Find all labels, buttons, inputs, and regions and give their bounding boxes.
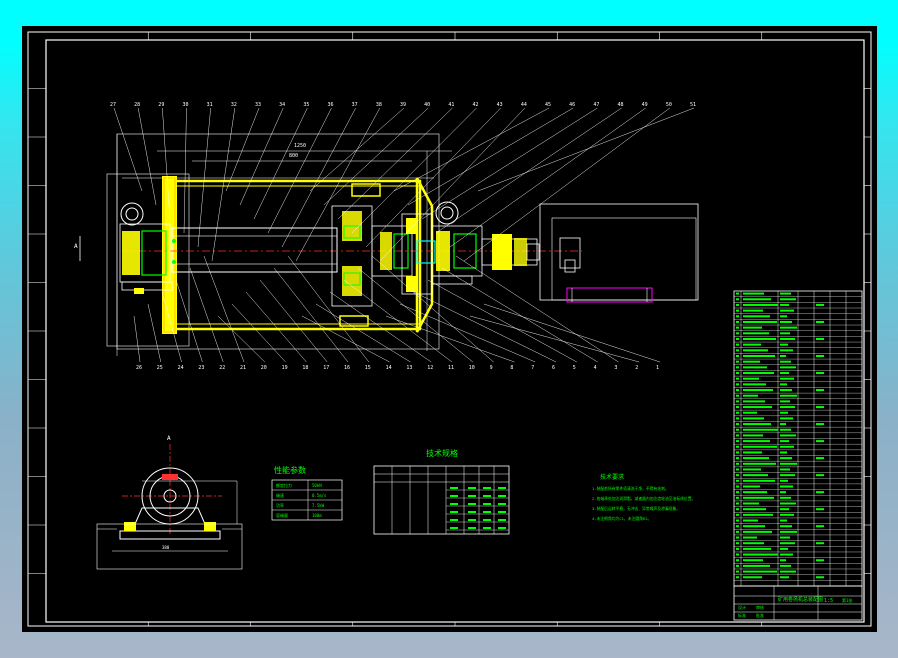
balloon-11: 11: [448, 365, 454, 371]
svg-text:A: A: [74, 243, 78, 250]
tb-label-standard: 标准: [738, 612, 746, 618]
drawing-sheet: 第1张: [842, 597, 852, 603]
perf-row-value: 0.5m/s: [312, 493, 327, 498]
note-line-4: 4.未注倒角均为C1，未注圆角R2。: [592, 516, 651, 521]
balloon-18: 18: [302, 365, 308, 371]
balloon-30: 30: [183, 102, 189, 108]
balloon-29: 29: [158, 102, 164, 108]
tb-label-approve: 批准: [756, 612, 764, 618]
balloon-44: 44: [521, 102, 527, 108]
drawing-scale: 1:5: [824, 598, 833, 604]
tb-label-design: 设计: [738, 604, 746, 610]
balloon-25: 25: [157, 365, 163, 371]
balloon-48: 48: [618, 102, 624, 108]
balloon-16: 16: [344, 365, 350, 371]
perf-row-value: 7.5kW: [312, 503, 325, 508]
parts-list: [733, 290, 863, 587]
tb-label-review: 审核: [756, 604, 764, 610]
balloon-31: 31: [207, 102, 213, 108]
balloon-10: 10: [469, 365, 475, 371]
leader-lines-top: 27 28 29 30 31 32 33 34 35 36 37 38 39 40 41 42 43 44 45 46…: [110, 102, 696, 262]
drawing-canvas[interactable]: 1250 800 A: [22, 26, 877, 632]
balloon-13: 13: [406, 365, 412, 371]
svg-text:380: 380: [162, 545, 170, 550]
balloon-45: 45: [545, 102, 551, 108]
perf-row-label: 功率: [276, 502, 284, 508]
balloon-8: 8: [510, 365, 513, 371]
tech-spec-table: 技术规格: [373, 448, 510, 535]
perf-row-value: 50kN: [312, 483, 322, 488]
balloon-24: 24: [178, 365, 184, 371]
notes-heading: 技术要求: [600, 473, 624, 481]
balloon-51: 51: [690, 102, 696, 108]
balloon-22: 22: [219, 365, 225, 371]
perf-row-label: 额定拉力: [276, 482, 292, 488]
title-block: 矿用卷扬机总装配图 1:5 第1张 设计 审核 标准 批准: [733, 585, 863, 621]
balloon-27: 27: [110, 102, 116, 108]
balloon-9: 9: [490, 365, 493, 371]
balloon-14: 14: [386, 365, 392, 371]
balloon-32: 32: [231, 102, 237, 108]
balloon-28: 28: [134, 102, 140, 108]
drawing-title: 矿用卷扬机总装配图: [778, 596, 823, 603]
performance-table: 性能参数 额定拉力 50kN 绳速 0.5m/s 功率 7.5kW 容绳量 100m: [271, 465, 343, 521]
balloon-20: 20: [261, 365, 267, 371]
main-assembly-view: 1250 800 A: [74, 102, 699, 371]
balloon-42: 42: [473, 102, 479, 108]
section-label: A: [167, 435, 171, 442]
assembly-drawing: 1250 800 A: [27, 31, 872, 627]
zone-marks: [28, 32, 871, 626]
note-line-1: 1.装配前所有零件须清洗干净，不得有毛刺。: [592, 486, 669, 491]
balloon-47: 47: [593, 102, 599, 108]
sheet-outer-border: [27, 31, 872, 627]
tech-table-title: 技术规格: [426, 448, 458, 458]
balloon-17: 17: [323, 365, 329, 371]
svg-text:800: 800: [289, 153, 298, 159]
balloon-4: 4: [594, 365, 597, 371]
balloon-12: 12: [427, 365, 433, 371]
balloon-49: 49: [642, 102, 648, 108]
balloon-21: 21: [240, 365, 246, 371]
section-view-bearing-block: A 380: [96, 435, 243, 570]
performance-table-title: 性能参数: [274, 465, 306, 475]
balloon-38: 38: [376, 102, 382, 108]
balloon-39: 39: [400, 102, 406, 108]
balloon-23: 23: [198, 365, 204, 371]
perf-row-value: 100m: [312, 513, 322, 518]
balloon-6: 6: [552, 365, 555, 371]
balloon-5: 5: [573, 365, 576, 371]
balloon-1: 1: [656, 365, 659, 371]
balloon-33: 33: [255, 102, 261, 108]
balloon-40: 40: [424, 102, 430, 108]
balloon-19: 19: [282, 365, 288, 371]
balloon-26: 26: [136, 365, 142, 371]
balloon-41: 41: [448, 102, 454, 108]
technical-requirements: 技术要求 1.装配前所有零件须清洗干净，不得有毛刺。 2.各轴承处加注润滑脂，减…: [592, 473, 695, 521]
balloon-35: 35: [303, 102, 309, 108]
note-line-3: 3.装配后运转平稳，无冲击、异常噪声及渗漏现象。: [592, 506, 680, 511]
balloon-43: 43: [497, 102, 503, 108]
balloon-2: 2: [635, 365, 638, 371]
balloon-46: 46: [569, 102, 575, 108]
perf-row-label: 容绳量: [276, 512, 288, 518]
balloon-7: 7: [531, 365, 534, 371]
balloon-37: 37: [352, 102, 358, 108]
balloon-50: 50: [666, 102, 672, 108]
perf-row-label: 绳速: [276, 492, 284, 498]
balloon-34: 34: [279, 102, 285, 108]
note-line-2: 2.各轴承处加注润滑脂，减速器内加注齿轮油至油标线位置。: [592, 496, 695, 501]
svg-text:1250: 1250: [294, 143, 306, 149]
balloon-15: 15: [365, 365, 371, 371]
balloon-3: 3: [614, 365, 617, 371]
balloon-36: 36: [328, 102, 334, 108]
